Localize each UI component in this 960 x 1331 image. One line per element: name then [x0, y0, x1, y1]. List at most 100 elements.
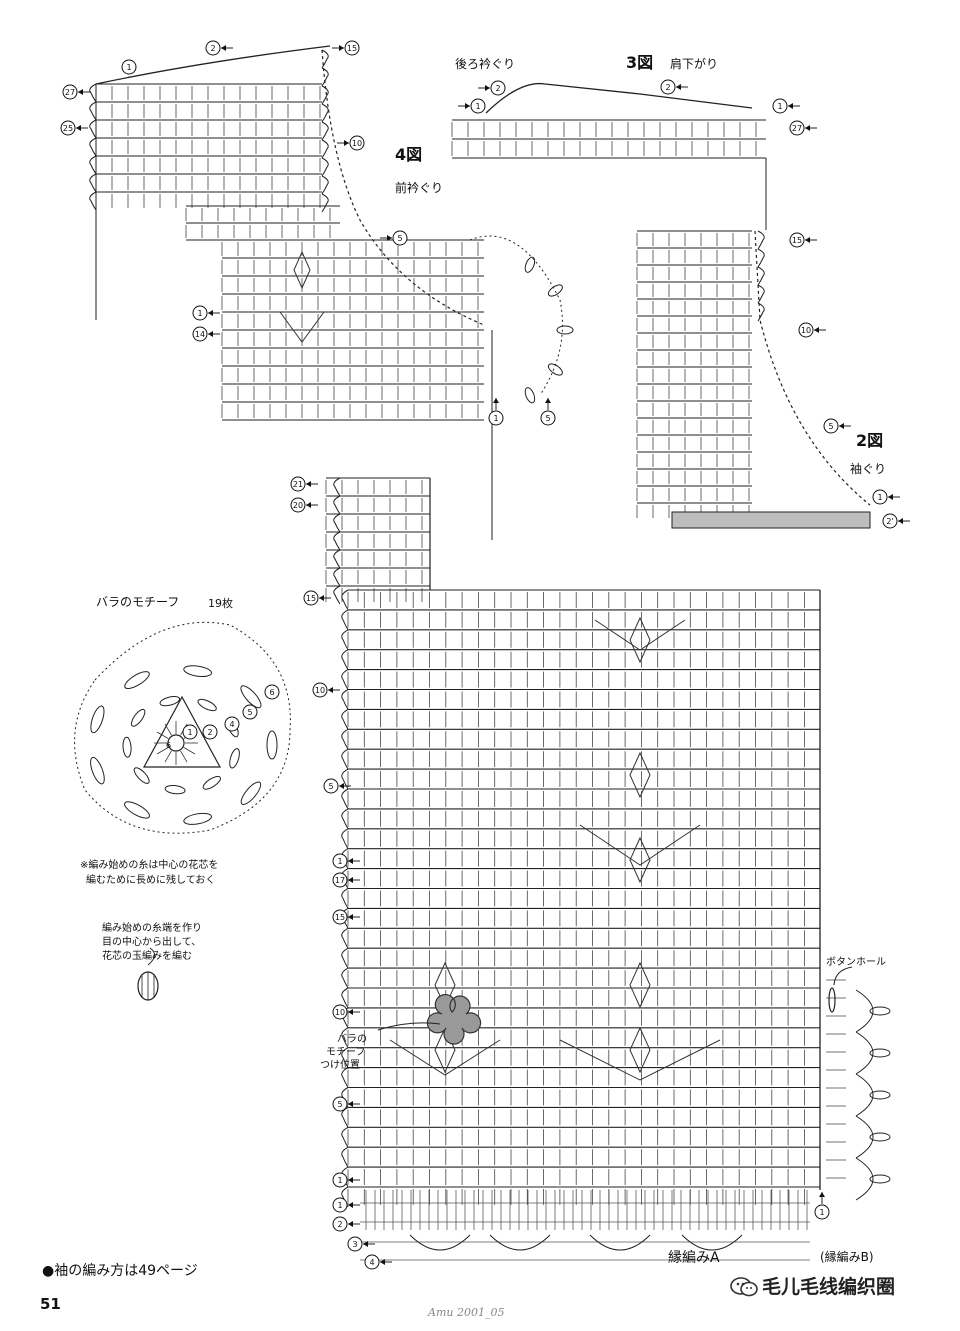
fig3-marker-1b	[772, 98, 788, 114]
rose-title: バラのモチーフ	[96, 595, 180, 609]
arrow-left-icon	[221, 45, 226, 51]
fig4-neck-edge	[321, 49, 485, 326]
fig4-upper-grid	[95, 83, 322, 208]
arrow-left-icon	[805, 125, 810, 131]
rose-marker-1-label: 1	[187, 728, 192, 737]
rose-mid-petal	[133, 767, 150, 784]
rose-mid-petal	[159, 696, 181, 707]
rose-outer-petal	[240, 781, 262, 805]
edge-b-loop	[869, 1174, 891, 1184]
fig2-marker-10	[798, 322, 814, 338]
edge-a-label: 縁編みA	[668, 1250, 720, 1266]
edge-b-label: (縁編みB)	[820, 1250, 874, 1264]
fig2-chain	[757, 230, 765, 322]
edge-marker-1	[332, 1197, 348, 1213]
rose-mid-petal	[229, 748, 240, 769]
fig4-fan-petal	[547, 284, 563, 297]
rose-marker-1	[182, 724, 198, 740]
arrow-right-icon	[465, 103, 470, 109]
edge-marker-4	[364, 1254, 380, 1270]
fig4-fan-petal	[524, 387, 536, 404]
arrow-left-icon	[348, 914, 353, 920]
fig2-number: 2図	[856, 431, 884, 450]
rose-position-line1: バラの	[337, 1034, 367, 1045]
edge-a-scallop-3	[681, 1234, 743, 1251]
fig2-marker-2p-label: 2'	[886, 517, 893, 526]
edge-b-marker-1-label: 1	[819, 1208, 824, 1217]
fig4-marker-1-label: 1	[126, 63, 131, 72]
fig2-marker-15	[789, 232, 805, 248]
main-marker-17-label: 17	[335, 876, 345, 885]
arrow-left-icon	[348, 1101, 353, 1107]
rose-marker-4-label: 4	[229, 720, 234, 729]
main-marker-21-label: 21	[293, 480, 303, 489]
main-lace-vee-1	[594, 619, 686, 651]
rose-mid-petal	[164, 785, 186, 795]
fig2-shaded-base	[671, 511, 871, 529]
arrow-up-icon	[493, 398, 499, 403]
rose-inner-triangle	[142, 695, 222, 768]
edge-b-loop	[869, 1006, 891, 1016]
arrow-left-icon	[888, 494, 893, 500]
fig4-marker-25	[60, 120, 76, 136]
fig3-marker-27-label: 27	[792, 124, 802, 133]
main-marker-15b-label: 15	[335, 913, 345, 922]
rose-marker-5-label: 5	[247, 708, 252, 717]
rose-center-stitch	[180, 750, 188, 763]
buttonhole-leader	[833, 966, 853, 986]
fig3-marker-1b-label: 1	[777, 102, 782, 111]
rose-center-stitch	[164, 750, 172, 763]
rose-mid-petal	[130, 708, 146, 727]
edge-b-scallop	[855, 989, 874, 1033]
main-marker-10b	[332, 1004, 348, 1020]
arrow-left-icon	[76, 125, 81, 131]
arrow-left-icon	[348, 1202, 353, 1208]
watermark: 毛儿毛线编织圈	[762, 1276, 896, 1298]
edge-b-scallop	[855, 1031, 874, 1075]
signature: Amu 2001_05	[428, 1306, 505, 1319]
fig3-marker-1-label: 1	[475, 102, 480, 111]
rose-mid-petal	[197, 698, 217, 712]
fig4-marker-14-label: 14	[195, 330, 205, 339]
page-number: 51	[40, 1295, 61, 1313]
fig4-marker-25-label: 25	[63, 124, 73, 133]
rose-outer-outline	[74, 621, 291, 834]
main-marker-17	[332, 872, 348, 888]
rose-center-stitch	[164, 723, 172, 736]
fig2-marker-10-label: 10	[801, 326, 811, 335]
arrow-left-icon	[348, 858, 353, 864]
fig4-marker-15	[344, 40, 360, 56]
fig4-number: 4図	[395, 145, 423, 164]
main-marker-15-label: 15	[306, 594, 316, 603]
rose-outer-petal	[90, 705, 105, 734]
center-note-line3: 花芯の玉編みを編む	[102, 951, 192, 962]
buttonhole-label: ボタンホール	[826, 957, 886, 968]
main-upper-chain	[333, 477, 341, 605]
rose-outer-petal	[124, 801, 150, 819]
fig4-marker-1b-label: 1	[197, 309, 202, 318]
fig4-marker-1b	[192, 305, 208, 321]
fig4-right-chain	[321, 49, 329, 213]
rose-position-line2: モチーフ	[326, 1047, 366, 1058]
fig4-marker-14	[192, 326, 208, 342]
main-marker-5b-label: 5	[337, 1100, 342, 1109]
main-marker-15	[303, 590, 319, 606]
arrow-left-icon	[348, 877, 353, 883]
arrow-left-icon	[788, 103, 793, 109]
fig4-marker-2-label: 2	[210, 44, 215, 53]
arrow-left-icon	[363, 1241, 368, 1247]
arrow-right-icon	[339, 45, 344, 51]
back-neck-caption: 後ろ衿ぐり	[455, 57, 516, 71]
main-marker-10-label: 10	[315, 686, 325, 695]
arrow-left-icon	[306, 502, 311, 508]
fig4-top-curve	[95, 45, 331, 85]
rose-marker-5	[242, 704, 258, 720]
rose-center-label: 6	[166, 741, 171, 750]
arrow-left-icon	[805, 237, 810, 243]
fig4-step-grid	[185, 205, 340, 241]
main-lace-vee-2	[579, 824, 701, 866]
main-marker-5-label: 5	[328, 782, 333, 791]
fig3-marker-2-label: 2	[495, 84, 500, 93]
main-lace-diamond-0	[629, 616, 651, 664]
main-lace-diamond-4	[629, 961, 651, 1009]
